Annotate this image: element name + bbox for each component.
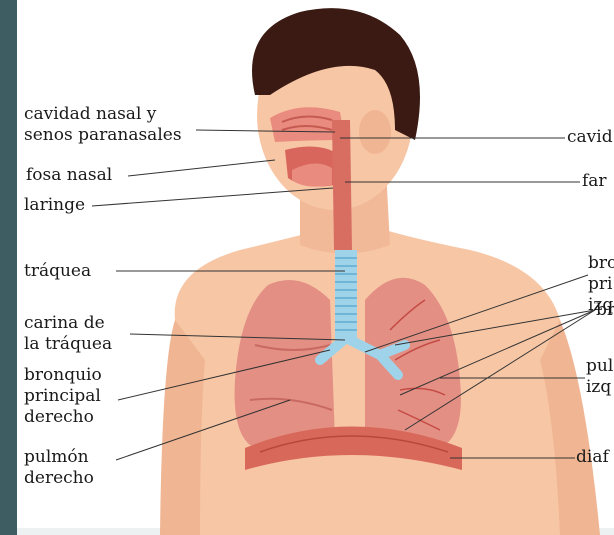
label-bronquio-derecho: bronquio principal derecho <box>24 365 102 428</box>
label-cavidad-nasal: cavidad nasal y senos paranasales <box>24 104 182 146</box>
label-traquea: tráquea <box>24 261 91 282</box>
pharynx <box>332 120 352 250</box>
label-cavidad-right: cavid <box>567 127 613 148</box>
ear <box>359 110 391 154</box>
label-pulmon-izq-right: pul izq <box>586 356 613 398</box>
label-laringe: laringe <box>24 195 85 216</box>
label-carina: carina de la tráquea <box>24 313 112 355</box>
label-bronquiolos-right: br <box>596 300 614 321</box>
right-arm <box>160 320 205 535</box>
label-fosa-nasal: fosa nasal <box>26 165 112 186</box>
trachea <box>335 250 357 340</box>
label-diafragma-right: diaf <box>576 447 609 468</box>
label-faringe-right: far <box>582 171 607 192</box>
label-pulmon-derecho: pulmón derecho <box>24 447 94 489</box>
